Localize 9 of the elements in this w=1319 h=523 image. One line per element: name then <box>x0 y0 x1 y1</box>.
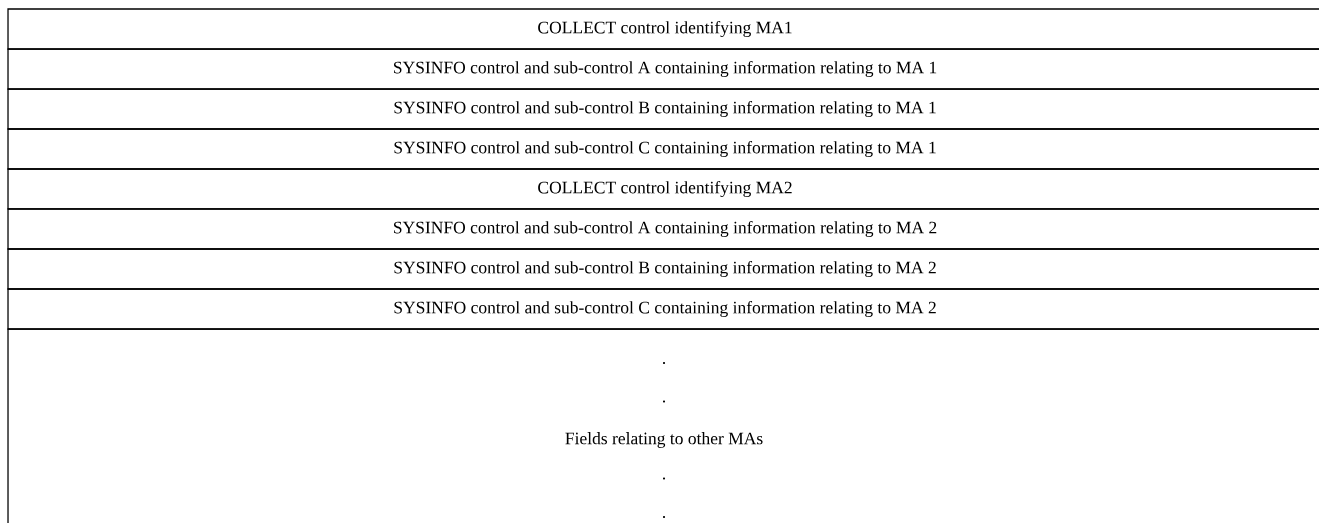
table-row: SYSINFO control and sub-control B containing information relating to MA 2 <box>7 248 1319 290</box>
table-row: SYSINFO control and sub-control C containing information relating to MA 1 <box>7 128 1319 170</box>
table-row: . . Fields relating to other MAs . . <box>7 328 1319 523</box>
table-row: SYSINFO control and sub-control B containing information relating to MA 1 <box>7 88 1319 130</box>
table-row: COLLECT control identifying MA2 <box>7 168 1319 210</box>
table-row: SYSINFO control and sub-control A containing information relating to MA 1 <box>7 48 1319 90</box>
table-row: COLLECT control identifying MA1 <box>7 8 1319 50</box>
table-row: SYSINFO control and sub-control A containing information relating to MA 2 <box>7 208 1319 250</box>
table-row: SYSINFO control and sub-control C containing information relating to MA 2 <box>7 288 1319 330</box>
